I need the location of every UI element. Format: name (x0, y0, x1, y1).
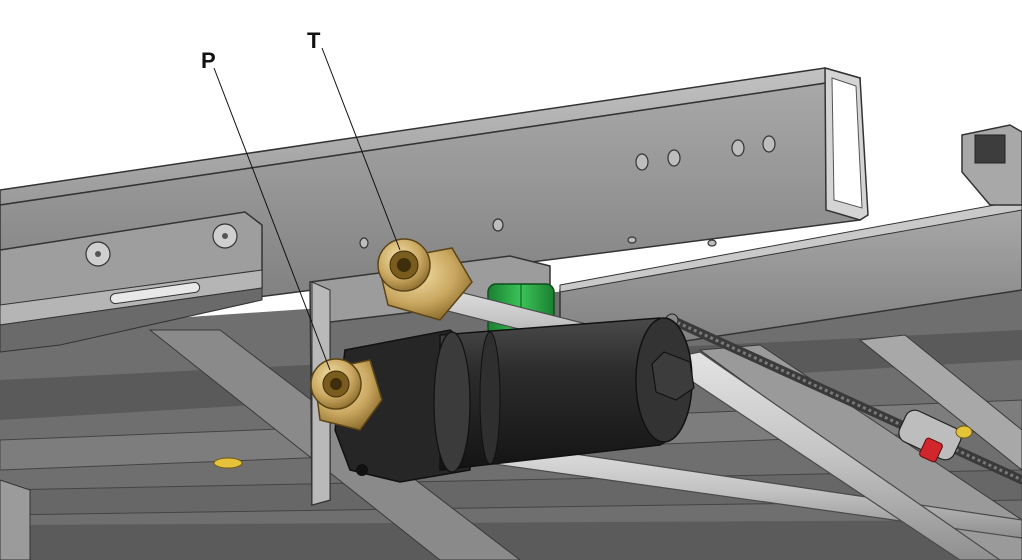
callout-t-leader (321, 47, 401, 251)
beam-holes (359, 135, 776, 249)
braided-hose (665, 313, 1022, 485)
callout-p-leader (213, 67, 331, 371)
callout-p-label: P (201, 48, 216, 73)
right-end-bracket (961, 124, 1022, 206)
fitting-t-port (377, 238, 473, 321)
fitting-p-port (310, 358, 383, 431)
left-mount-plate (0, 211, 263, 353)
callout-t-label: T (307, 28, 321, 53)
hydraulic-filter (334, 317, 695, 483)
